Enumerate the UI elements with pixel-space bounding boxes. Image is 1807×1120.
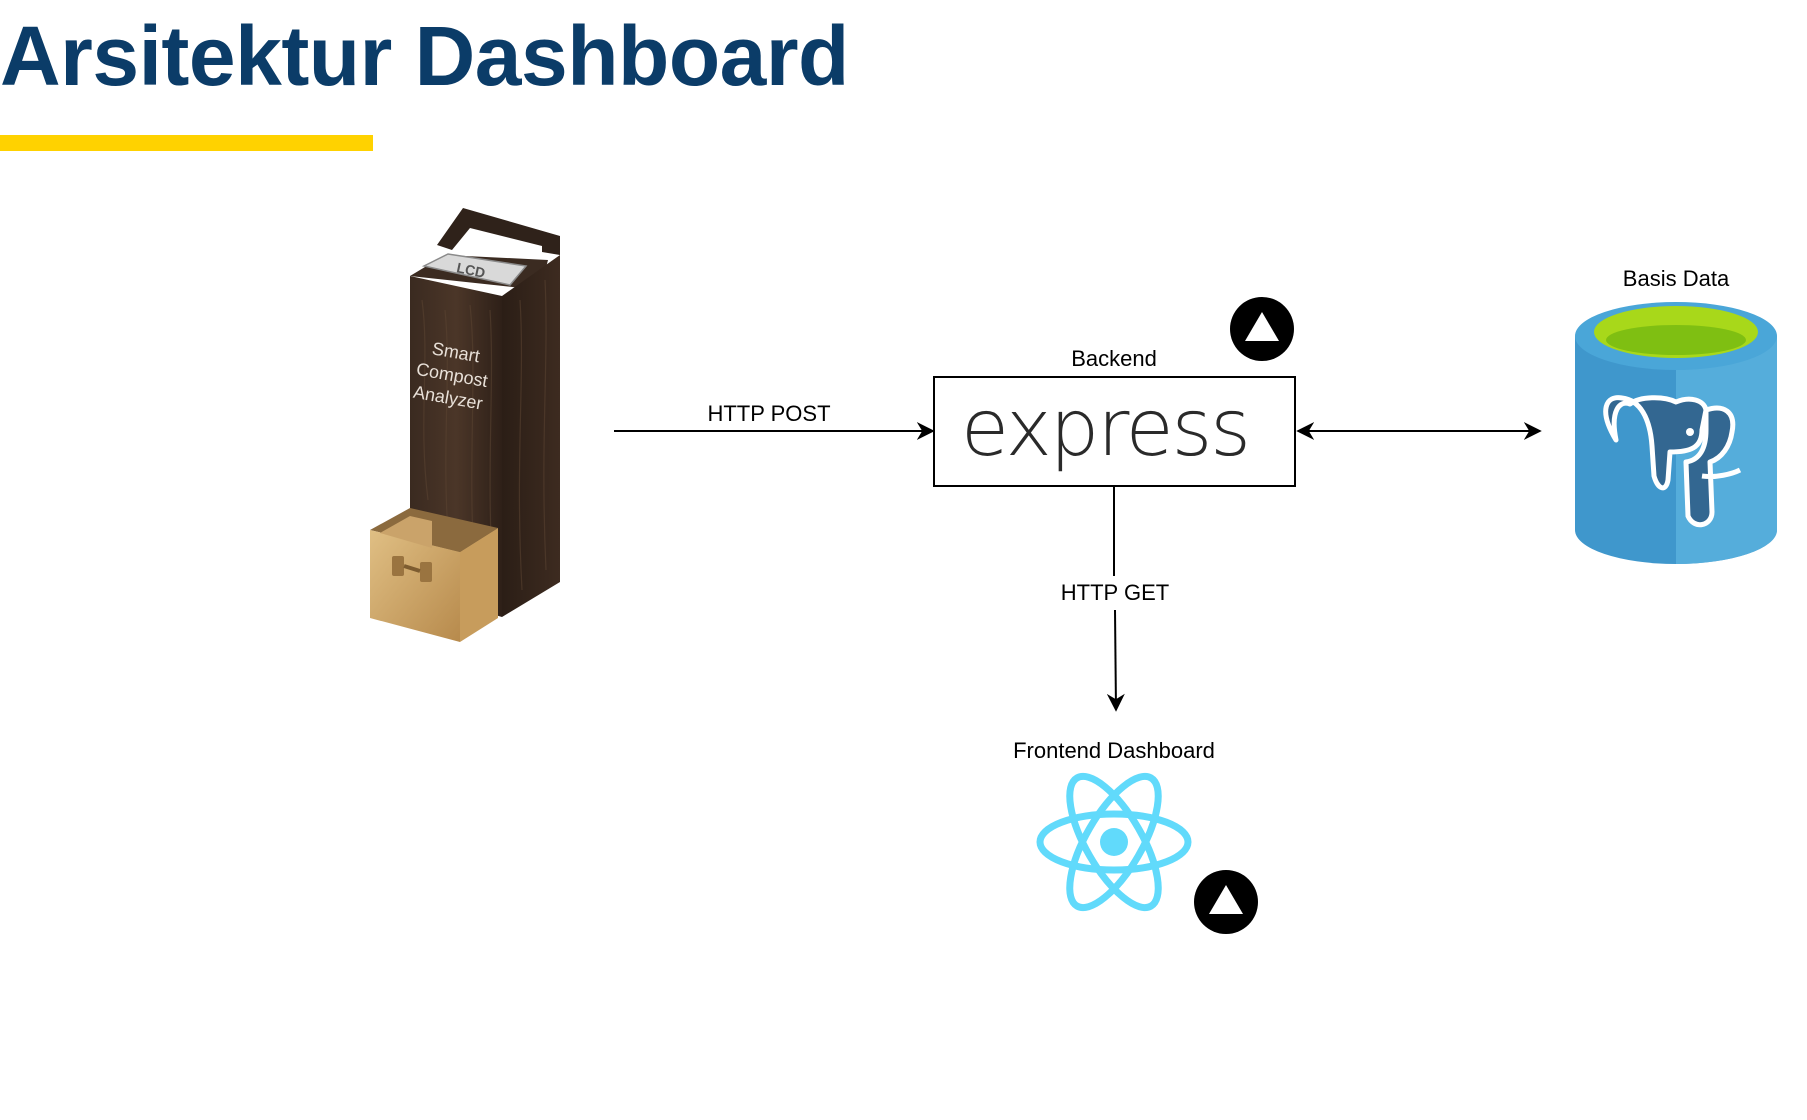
device-handle [437, 208, 560, 255]
lcd-screen [421, 253, 528, 286]
backend-title: Backend [1071, 346, 1157, 371]
edge-label-http-post: HTTP POST [707, 401, 830, 426]
react-logo-icon [1036, 772, 1192, 912]
drawer-knob-left [392, 556, 404, 576]
express-logo: express [961, 384, 1249, 474]
compost-analyzer-device: LCD Smart Compost Analyzer [370, 208, 560, 642]
frontend-node: Frontend Dashboard [1013, 738, 1258, 934]
postgresql-elephant-icon [1603, 395, 1742, 528]
frontend-badge [1194, 870, 1258, 934]
page-title: Arsitektur Dashboard [0, 9, 849, 103]
database-title: Basis Data [1623, 266, 1730, 291]
drawer-knob-right [420, 562, 432, 582]
wood-grain [421, 279, 547, 601]
triangle-icon [1209, 885, 1243, 914]
backend-node: Backend express [933, 297, 1296, 487]
backend-badge [1230, 297, 1294, 361]
backend-box [933, 376, 1296, 487]
database-node: Basis Data [1575, 266, 1777, 564]
edge-http-get [1106, 609, 1125, 712]
device-drawer [370, 508, 498, 642]
lcd-label: LCD [455, 259, 486, 281]
title-underline [0, 135, 373, 151]
frontend-title: Frontend Dashboard [1013, 738, 1215, 763]
edge-label-http-get: HTTP GET [1061, 580, 1169, 605]
device-side [502, 255, 560, 617]
triangle-icon [1245, 312, 1279, 341]
